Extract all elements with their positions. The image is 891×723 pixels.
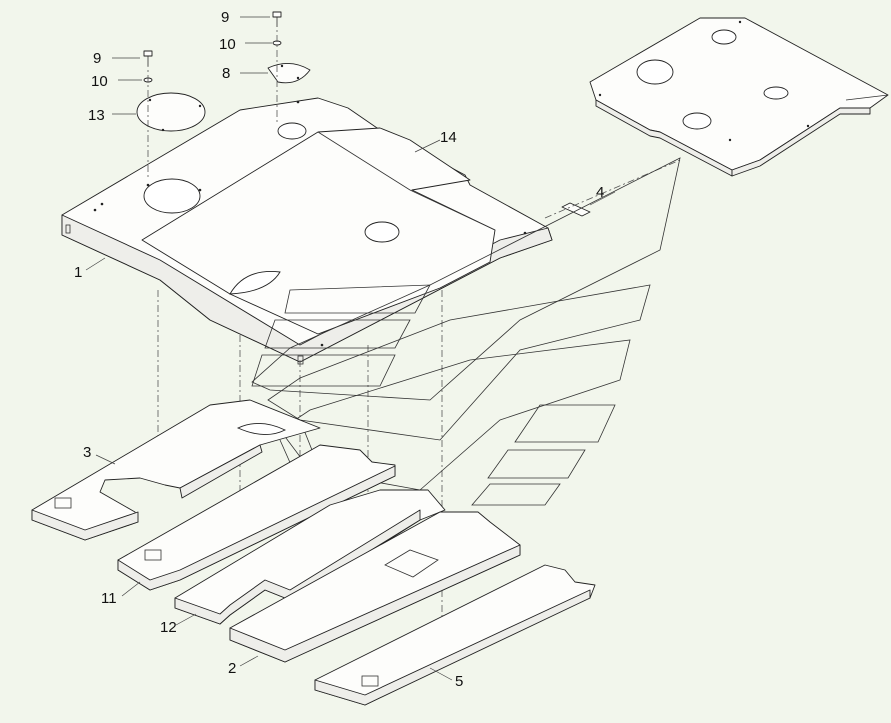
callout-4: 4	[596, 184, 604, 201]
mat-part-5	[314, 564, 596, 706]
mat-part-11	[117, 444, 396, 591]
callout-10-right: 10	[219, 36, 236, 53]
callout-12: 12	[160, 619, 177, 636]
fastener-stack-left	[136, 50, 206, 132]
callout-9-right: 9	[221, 9, 229, 26]
leader-lines	[85, 16, 453, 681]
callout-13: 13	[88, 107, 105, 124]
insulation-mat-part-14	[141, 127, 496, 335]
callout-2: 2	[228, 660, 236, 677]
callout-14: 14	[440, 129, 457, 146]
mat-part-2	[229, 511, 521, 663]
clip-part-4	[561, 191, 616, 217]
callout-1: 1	[74, 264, 82, 281]
fastener-stack-right	[267, 11, 311, 84]
callout-5: 5	[455, 673, 463, 690]
callout-11: 11	[101, 590, 117, 607]
callout-10-left: 10	[91, 73, 108, 90]
floor-plate-assembled	[589, 17, 889, 177]
callout-labels: 9 10 13 9 10 8 14 4 1 3 11 12 2 5	[74, 9, 604, 690]
callout-9-left: 9	[93, 50, 101, 67]
callout-8: 8	[222, 65, 230, 82]
callout-3: 3	[83, 444, 91, 461]
mat-part-3	[31, 399, 321, 541]
